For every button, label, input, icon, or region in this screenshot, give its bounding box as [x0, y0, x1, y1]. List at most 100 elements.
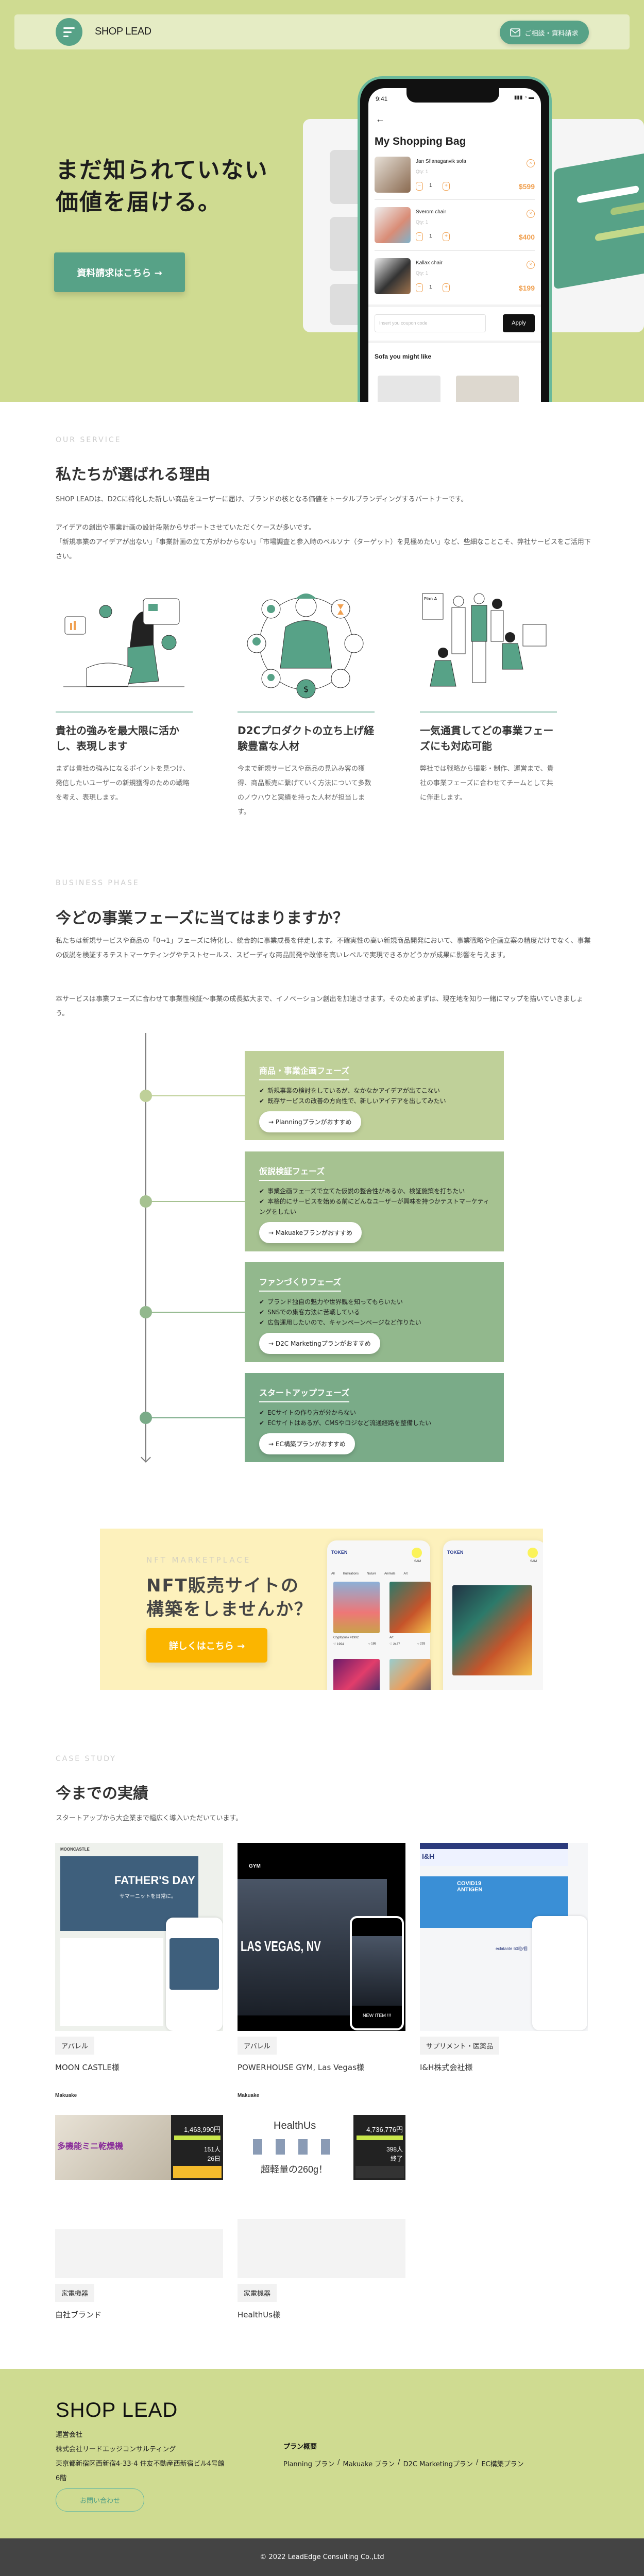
nft-tab[interactable]: All: [331, 1572, 335, 1575]
planning-plan-button[interactable]: → Planningプランがおすすめ: [259, 1111, 361, 1132]
product-name: Jan Sflanaganvik sofa: [416, 159, 466, 164]
feature-card: Plan A 一気通貫してどの事業フェーズにも対応可能 弊社では戦略から撮影・制…: [420, 586, 557, 805]
makuake-plan-button[interactable]: → Makuakeプランがおすすめ: [259, 1222, 362, 1243]
case-screenshot: Makuake HealthUs 超軽量の260g！ 4,736,776円 39…: [238, 2090, 405, 2278]
nft-artwork[interactable]: [389, 1659, 431, 1690]
nft-details-button[interactable]: 詳しくはこちら →: [146, 1628, 267, 1663]
product-qty: Qty: 1: [416, 219, 429, 225]
mock-amount: 4,736,776円: [366, 2126, 403, 2133]
minus-button[interactable]: −: [416, 182, 423, 191]
feature-divider: [238, 711, 375, 713]
product-qty: Qty: 1: [416, 270, 429, 276]
plan-link-planning[interactable]: Planning プラン: [283, 2461, 335, 2468]
case-card[interactable]: GYM LAS VEGAS, NV NEW ITEM !!! アパレル POWE…: [238, 1843, 405, 2073]
back-arrow-icon[interactable]: ←: [376, 114, 385, 124]
contact-button[interactable]: お問い合わせ: [56, 2488, 144, 2512]
suggested-product[interactable]: [378, 376, 440, 402]
case-category-tag: サプリメント・医薬品: [420, 2037, 500, 2055]
case-card[interactable]: MOONCASTLE FATHER'S DAY サマーニットを日常に。 アパレル…: [55, 1843, 223, 2073]
site-logo[interactable]: SHOP LEAD: [95, 26, 151, 37]
nft-item-name: Art: [389, 1636, 394, 1639]
timeline-line: [145, 1033, 146, 1461]
expert-illustration: $: [238, 586, 375, 699]
nft-title-line: NFT販売サイトの: [146, 1575, 299, 1596]
product-qty: Qty: 1: [416, 169, 429, 174]
nft-artwork[interactable]: [452, 1585, 532, 1675]
coupon-input[interactable]: Insert you coupon code: [375, 314, 486, 332]
copyright-bar: © 2022 LeadEdge Consulting Co.,Ltd: [0, 2538, 644, 2576]
mock-brand: Makuake: [55, 2093, 77, 2098]
minus-button[interactable]: −: [416, 232, 423, 241]
feature-title: 貴社の強みを最大限に活かし、表現します: [56, 724, 179, 752]
nft-tabs: All Illustrations Nature Animals Art: [331, 1572, 408, 1575]
case-client-name: POWERHOUSE GYM, Las Vegas様: [238, 2063, 364, 2072]
nft-eyebrow: NFT MARKETPLACE: [146, 1555, 251, 1565]
ec-plan-button[interactable]: → EC構築プランがおすすめ: [259, 1433, 355, 1454]
phase-check-item: ✔ECサイトはあるが、CMSやロジなど流通経路を整備したい: [259, 1419, 432, 1427]
d2c-marketing-plan-button[interactable]: → D2C Marketingプランがおすすめ: [259, 1333, 380, 1354]
contact-request-button[interactable]: ご相談・資料請求: [500, 21, 589, 44]
plus-button[interactable]: +: [443, 182, 450, 191]
remove-icon[interactable]: ×: [527, 210, 535, 218]
company-name: 株式会社リードエッジコンサルティング: [56, 2446, 176, 2453]
quantity-value: 1: [429, 233, 432, 239]
phase-title: 仮説検証フェーズ: [259, 1164, 325, 1181]
case-category-tag: アパレル: [238, 2037, 277, 2055]
timeline-arrow-icon: [141, 1452, 151, 1463]
phone-notch: [406, 88, 499, 103]
section-eyebrow: BUSINESS PHASE: [56, 879, 140, 887]
mock-headline: LAS VEGAS, NV: [241, 1938, 321, 1954]
nft-tab[interactable]: Nature: [367, 1572, 377, 1575]
avatar: [528, 1548, 538, 1558]
nft-tab[interactable]: Animals: [384, 1572, 396, 1575]
plan-link-d2c-marketing[interactable]: D2C Marketingプラン: [403, 2461, 473, 2468]
menu-icon[interactable]: [56, 18, 82, 46]
timeline-connector: [149, 1201, 245, 1202]
case-category-tag: アパレル: [55, 2037, 94, 2055]
phase-title: ファンづくりフェーズ: [259, 1275, 342, 1292]
nft-artwork[interactable]: [333, 1659, 380, 1690]
case-card[interactable]: Makuake 多機能ミニ乾燥機 1,463,990円 151人 26日 家電機…: [55, 2090, 223, 2320]
svg-text:$: $: [303, 684, 309, 694]
plan-link-ec[interactable]: EC構築プラン: [481, 2461, 524, 2468]
mock-headline: COVID19 ANTIGEN: [457, 1880, 483, 1893]
remove-icon[interactable]: ×: [527, 261, 535, 269]
footer-logo[interactable]: SHOP LEAD: [56, 2399, 178, 2421]
section-eyebrow: CASE STUDY: [56, 1755, 116, 1763]
suggested-product[interactable]: [456, 376, 519, 402]
nft-tab[interactable]: Illustrations: [343, 1572, 359, 1575]
case-card[interactable]: I&H COVID19 ANTIGEN eclatante 60粒/個 サプリメ…: [420, 1843, 588, 2073]
nft-brand: TOKEN: [331, 1550, 348, 1555]
quantity-value: 1: [429, 183, 432, 189]
hero-headline: まだ知られていない 価値を届ける。: [56, 155, 268, 218]
phase-card-startup: スタートアップフェーズ ✔ECサイトの作り方が分からない ✔ECサイトはあるが、…: [245, 1373, 504, 1462]
apply-button[interactable]: Apply: [503, 314, 535, 332]
feature-body: 弊社では戦略から撮影・制作、運営まで、貴社の事業フェーズに合わせてチームとして共…: [420, 765, 554, 802]
nft-item-name: Cryptopunk #1992: [333, 1636, 359, 1639]
nft-artwork[interactable]: [389, 1582, 431, 1633]
nft-tab[interactable]: Art: [403, 1572, 408, 1575]
minus-button[interactable]: −: [416, 283, 423, 292]
hero-headline-line: まだ知られていない: [56, 157, 268, 183]
nft-title: NFT販売サイトの 構築をしませんか？: [146, 1574, 313, 1621]
nft-banner: NFT MARKETPLACE NFT販売サイトの 構築をしませんか？ 詳しくは…: [100, 1529, 543, 1690]
phase-title: スタートアップフェーズ: [259, 1386, 350, 1402]
plus-button[interactable]: +: [443, 232, 450, 241]
status-icons: ▮▮▮ ◔ ▬: [514, 95, 534, 100]
timeline-connector: [149, 1417, 245, 1418]
nft-artwork[interactable]: [333, 1582, 380, 1633]
nft-likes: ♡ 2437: [389, 1643, 400, 1646]
request-docs-button[interactable]: 資料請求はこちら →: [54, 252, 185, 292]
separator: /: [476, 2459, 479, 2466]
mock-supporters: 398人: [386, 2146, 403, 2153]
mock-headline: FATHER'S DAY: [114, 1874, 195, 1887]
mock-brand: GYM: [249, 1863, 261, 1869]
plus-button[interactable]: +: [443, 283, 450, 292]
plan-link-makuake[interactable]: Makuake プラン: [343, 2461, 395, 2468]
feature-body: まずは貴社の強みになるポイントを見つけ、発信したいユーザーの新規獲得のための戦略…: [56, 765, 190, 802]
case-card[interactable]: Makuake HealthUs 超軽量の260g！ 4,736,776円 39…: [238, 2090, 405, 2320]
phone-screen: 9:41 ▮▮▮ ◔ ▬ ← My Shopping Bag Jan Sflan…: [368, 88, 541, 402]
section-title: 私たちが選ばれる理由: [56, 466, 210, 484]
remove-icon[interactable]: ×: [527, 159, 535, 167]
case-screenshot: GYM LAS VEGAS, NV NEW ITEM !!!: [238, 1843, 405, 2031]
